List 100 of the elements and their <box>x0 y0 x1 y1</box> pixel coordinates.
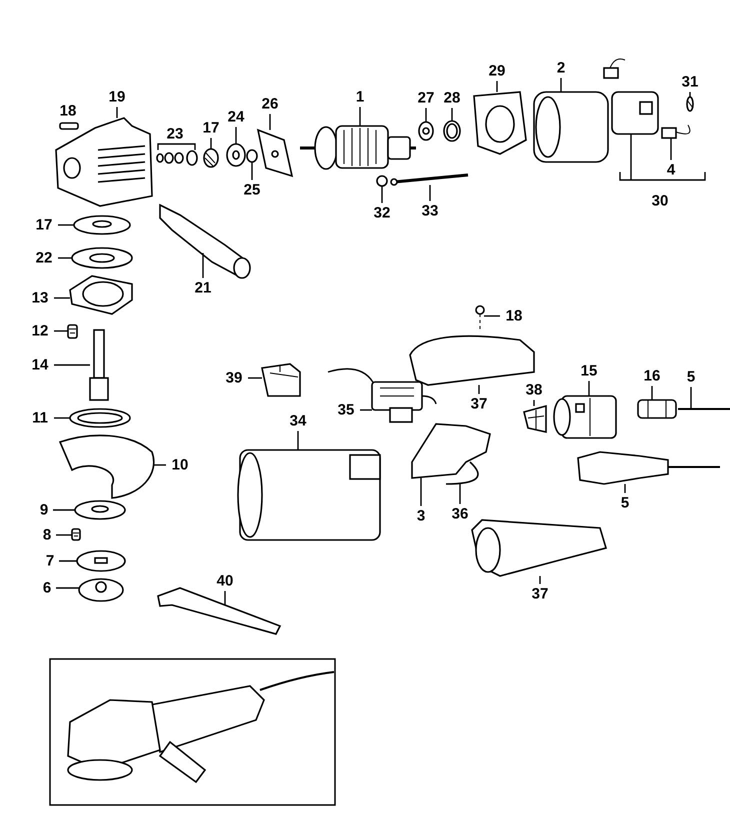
leader-line <box>689 92 691 97</box>
leader-line <box>54 297 70 299</box>
spanner-drawing <box>157 587 282 635</box>
leader-line <box>360 409 372 411</box>
callout-number: 31 <box>682 74 698 90</box>
callout-number: 18 <box>506 308 522 324</box>
housing-half-drawing <box>471 519 607 577</box>
side-handle-drawing <box>159 204 251 279</box>
leader-line <box>58 257 72 259</box>
callout-number: 37 <box>470 396 488 412</box>
washer-drawing <box>246 149 258 163</box>
flange-drawing <box>76 550 126 572</box>
callout-number: 27 <box>418 90 434 106</box>
screw-drawing <box>67 324 78 339</box>
switch-drawing <box>371 381 423 423</box>
leader-line <box>459 484 461 504</box>
callout-number: 23 <box>166 126 184 142</box>
fan-baffle-drawing <box>473 91 527 155</box>
carbon-brush-drawing <box>661 124 690 139</box>
trigger-drawing <box>523 404 547 433</box>
callout-number: 15 <box>580 364 598 378</box>
callout-number: 14 <box>32 358 48 372</box>
stator-drawing <box>533 91 609 163</box>
screw-drawing <box>686 96 694 112</box>
leader-line <box>154 464 166 466</box>
pinion-drawing <box>203 148 219 168</box>
bearing-drawing <box>418 121 434 141</box>
leader-line <box>58 224 74 226</box>
leader-line <box>478 385 480 394</box>
leader-line <box>248 377 262 379</box>
callout-number: 33 <box>422 204 438 218</box>
leader-line <box>624 484 626 493</box>
callout-number: 8 <box>42 528 52 542</box>
leader-line <box>251 162 253 180</box>
flange-drawing <box>74 500 126 520</box>
leader-line <box>690 387 692 409</box>
cable-assembly-drawing <box>577 451 720 485</box>
leader-line <box>420 478 422 506</box>
callout-number: 17 <box>202 120 220 136</box>
leader-line <box>59 560 77 562</box>
leader-line <box>359 107 361 126</box>
leader-line <box>484 315 500 317</box>
callout-number: 26 <box>262 96 278 112</box>
nut-drawing <box>376 175 388 187</box>
bearing-flange-drawing <box>69 275 133 315</box>
leader-line <box>56 534 72 536</box>
callout-number: 36 <box>452 506 468 522</box>
cable-sleeve-drawing <box>637 399 677 419</box>
motor-housing-drawing <box>237 449 381 541</box>
callout-number: 9 <box>40 502 48 518</box>
screw-drawing <box>71 528 81 541</box>
callout-number: 6 <box>42 580 52 596</box>
callout-number: 32 <box>374 206 390 220</box>
gear-housing-drawing <box>55 117 153 207</box>
callout-number: 5 <box>686 370 696 384</box>
callout-number: 4 <box>666 162 676 178</box>
callout-number: 35 <box>338 402 354 418</box>
leader-line <box>533 400 535 406</box>
nut-drawing <box>78 578 124 602</box>
leader-line <box>451 108 453 121</box>
callout-number: 13 <box>32 290 48 306</box>
callout-number: 29 <box>488 64 506 78</box>
leader-line <box>202 253 204 278</box>
leader-line <box>269 114 271 130</box>
callout-number: 1 <box>356 90 364 104</box>
bevel-gear-drawing <box>73 215 131 235</box>
callout-number: 21 <box>194 280 212 296</box>
callout-number: 28 <box>444 90 460 106</box>
ring-drawing <box>443 120 461 142</box>
callout-number: 7 <box>46 554 54 568</box>
callout-number: 24 <box>228 110 244 124</box>
callout-number: 34 <box>290 414 306 428</box>
callout-number: 2 <box>556 60 566 76</box>
leader-line <box>54 417 70 419</box>
wire-drawing <box>446 461 479 485</box>
bearing-drawing <box>226 143 246 167</box>
callout-number: 17 <box>36 218 52 232</box>
leader-line <box>56 587 79 589</box>
housing-cover-drawing <box>409 335 535 386</box>
spindle-drawing <box>89 329 109 401</box>
leader-line <box>425 108 427 122</box>
leader-line <box>116 107 118 118</box>
callout-number: 16 <box>644 368 660 384</box>
callout-number: 25 <box>244 182 260 198</box>
callout-number: 5 <box>620 496 630 510</box>
callout-number: 11 <box>32 410 48 426</box>
circlip-drawing <box>69 408 131 428</box>
leader-line <box>54 330 68 332</box>
callout-number: 12 <box>32 324 48 338</box>
plate-drawing <box>256 128 294 178</box>
leader-line <box>210 138 212 149</box>
cap-drawing <box>261 363 301 397</box>
callout-number: 40 <box>216 574 234 588</box>
leader-line <box>54 364 90 366</box>
leader-line <box>297 431 299 450</box>
screw-drawing <box>475 305 485 332</box>
callout-number: 3 <box>416 508 426 524</box>
leader-line <box>224 591 226 605</box>
leader-line <box>651 386 653 400</box>
callout-number: 30 <box>652 194 668 208</box>
